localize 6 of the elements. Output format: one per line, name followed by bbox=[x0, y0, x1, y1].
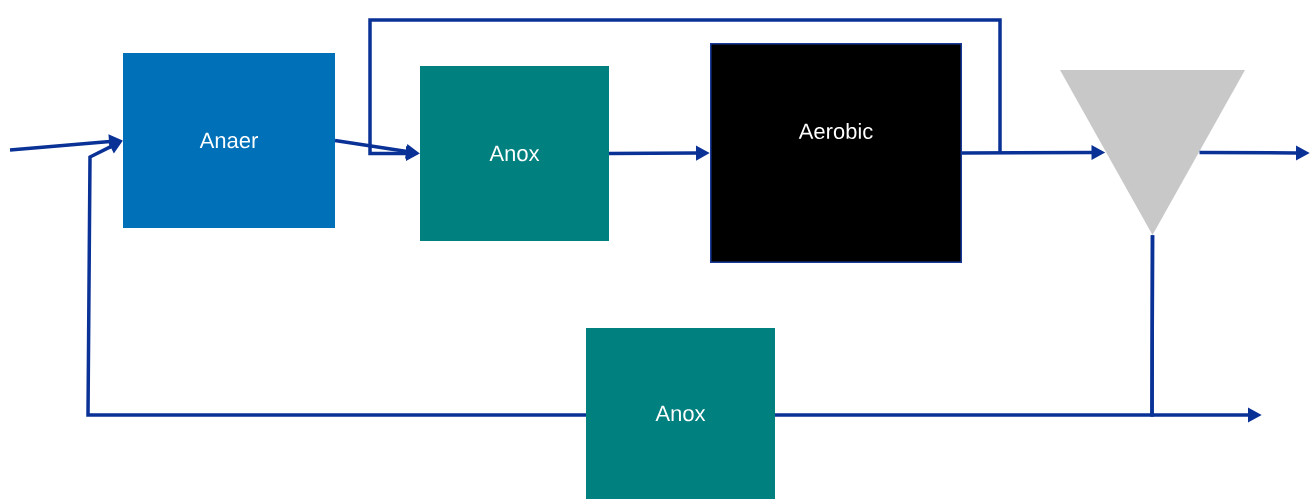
tank-box: Anox bbox=[586, 328, 775, 499]
clarifier-triangle bbox=[1060, 70, 1245, 235]
tank-box: Aerobic bbox=[710, 43, 962, 263]
tank-box: Anaer bbox=[123, 53, 335, 228]
arrow bbox=[86, 140, 586, 417]
tank-box: Anox bbox=[420, 66, 609, 241]
